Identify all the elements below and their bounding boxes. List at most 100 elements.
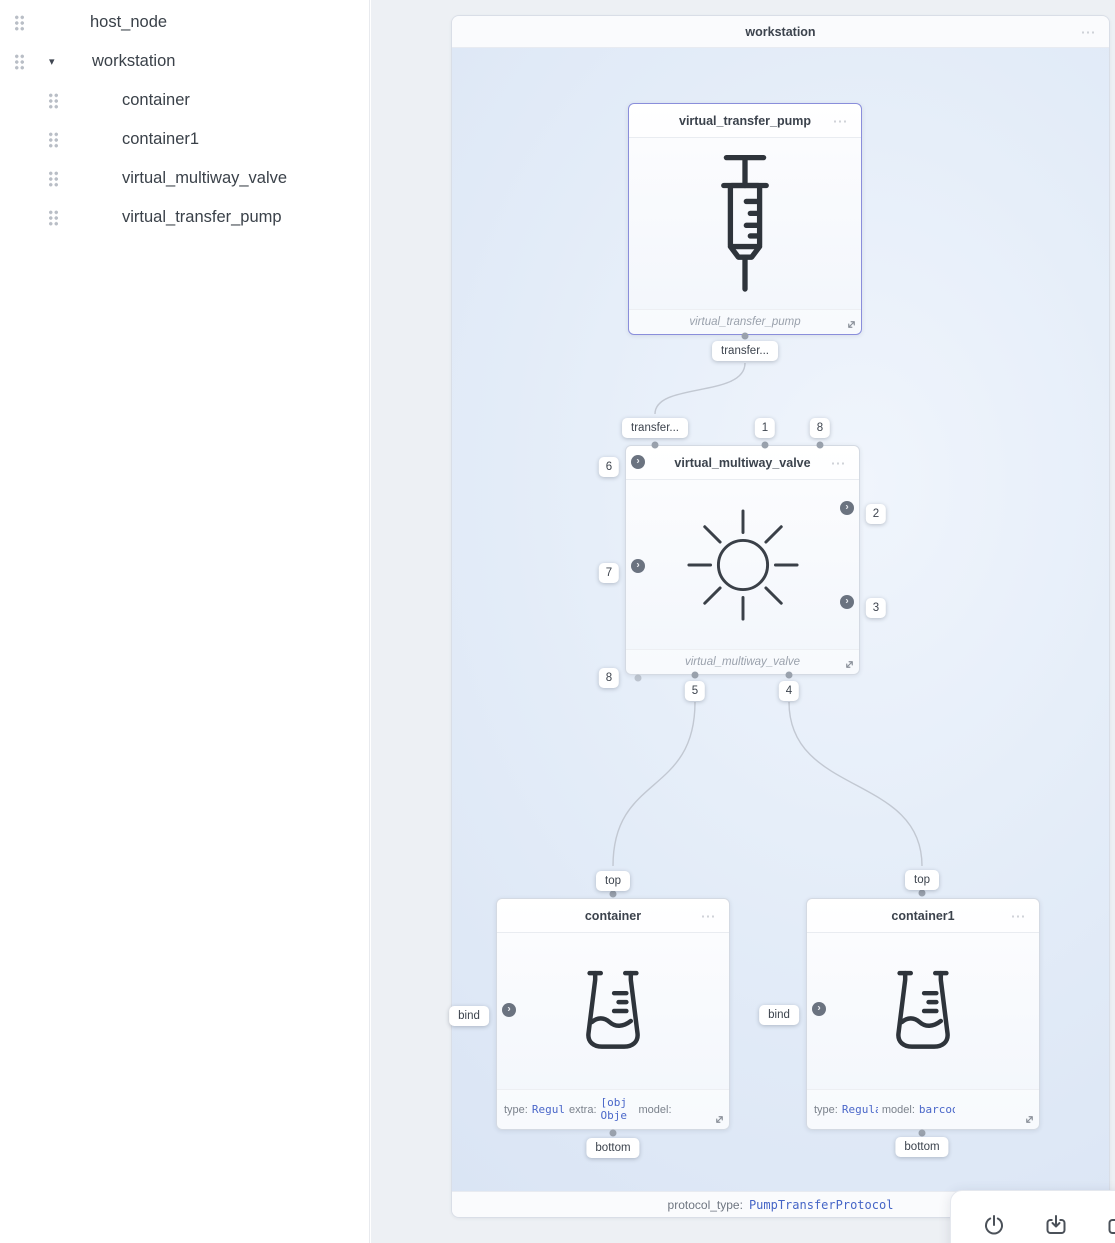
more-menu-icon[interactable]: ⋯ (830, 454, 847, 472)
tree-item-host-node[interactable]: host_node (0, 3, 369, 42)
field-value-extra[interactable]: [obj Obje (600, 1096, 628, 1122)
tree-item-label: container1 (122, 130, 200, 148)
port-label-valve-3[interactable]: 3 (865, 598, 887, 618)
port-handle-valve-header[interactable]: › (631, 455, 645, 469)
more-menu-icon[interactable]: ⋯ (1080, 23, 1097, 41)
chevron-right-icon: › (636, 455, 640, 467)
node-title: container1 (891, 908, 955, 923)
protocol-type-value[interactable]: PumpTransferProtocol (748, 1197, 894, 1212)
port-label-valve-1[interactable]: 1 (754, 418, 776, 438)
port-handle-valve-2[interactable]: › (840, 501, 854, 515)
export-button[interactable] (1106, 1213, 1115, 1237)
drag-handle-icon[interactable] (48, 209, 59, 226)
tree-item-container[interactable]: container (0, 81, 369, 120)
field-value-type[interactable]: Regula (841, 1103, 878, 1116)
node-title: container (584, 908, 642, 923)
syringe-icon (721, 154, 769, 292)
more-menu-icon[interactable]: ⋯ (1010, 907, 1027, 925)
import-button[interactable] (1044, 1213, 1068, 1237)
port-dot-valve-1[interactable] (761, 441, 769, 449)
edge-pump-to-valve[interactable] (654, 362, 746, 415)
port-dot-valve-in[interactable] (651, 441, 659, 449)
edge-valve5-to-container[interactable] (612, 701, 696, 867)
resize-handle-icon[interactable] (714, 1114, 725, 1125)
chevron-right-icon: › (845, 595, 849, 607)
tree-item-virtual-multiway-valve[interactable]: virtual_multiway_valve (0, 159, 369, 198)
field-label-model: model: (881, 1103, 915, 1116)
port-handle-valve-7[interactable]: › (631, 559, 645, 573)
canvas-toolbar (950, 1190, 1115, 1243)
port-label-container1-bind[interactable]: bind (759, 1005, 799, 1025)
drag-handle-icon[interactable] (14, 14, 25, 31)
drag-handle-icon[interactable] (48, 131, 59, 148)
tree-item-label: virtual_transfer_pump (122, 208, 282, 226)
port-dot-container-bottom[interactable] (609, 1129, 617, 1137)
port-label-valve-8-top[interactable]: 8 (809, 418, 831, 438)
edge-valve4-to-container1[interactable] (788, 701, 923, 867)
node-header[interactable]: virtual_transfer_pump ⋯ (629, 104, 861, 138)
node-body (629, 138, 861, 309)
port-handle-valve-3[interactable]: › (840, 595, 854, 609)
workstation-group-header[interactable]: workstation ⋯ (452, 16, 1109, 48)
field-label-model: model: (638, 1103, 672, 1116)
port-handle-container-bind[interactable]: › (502, 1003, 516, 1017)
tree-item-label: host_node (90, 13, 168, 31)
port-label-valve-6[interactable]: 6 (598, 457, 620, 477)
chevron-right-icon: › (845, 501, 849, 513)
port-dot-pump-out[interactable] (741, 332, 749, 340)
node-header[interactable]: container ⋯ (497, 899, 729, 933)
power-button[interactable] (982, 1213, 1006, 1237)
field-label-extra: extra: (568, 1103, 597, 1116)
node-container1[interactable]: container1 ⋯ type: Regula model: barcode (806, 898, 1040, 1130)
tree-item-virtual-transfer-pump[interactable]: virtual_transfer_pump (0, 198, 369, 237)
resize-handle-icon[interactable] (844, 659, 855, 670)
chevron-right-icon: › (636, 559, 640, 571)
port-label-container-bottom[interactable]: bottom (586, 1138, 640, 1158)
more-menu-icon[interactable]: ⋯ (700, 907, 717, 925)
port-dot-container1-top[interactable] (918, 889, 926, 897)
tree-item-label: workstation (92, 52, 176, 70)
port-handle-container1-bind[interactable]: › (812, 1002, 826, 1016)
field-label-type: type: (814, 1103, 838, 1116)
resize-handle-icon[interactable] (1024, 1114, 1035, 1125)
node-container[interactable]: container ⋯ type: Regul extra: [obj Obje… (496, 898, 730, 1130)
node-footer: virtual_transfer_pump (629, 309, 861, 334)
node-header[interactable]: virtual_multiway_valve ⋯ (626, 446, 859, 480)
port-dot-valve-8-bottom[interactable] (634, 674, 642, 682)
port-label-container-top[interactable]: top (596, 871, 630, 891)
port-label-valve-7[interactable]: 7 (598, 563, 620, 583)
node-virtual-multiway-valve[interactable]: virtual_multiway_valve ⋯ virtual_multiwa… (625, 445, 860, 675)
drag-handle-icon[interactable] (14, 53, 25, 70)
port-label-valve-5[interactable]: 5 (684, 681, 706, 701)
port-label-container-bind[interactable]: bind (449, 1006, 489, 1026)
caret-down-icon[interactable]: ▾ (49, 55, 55, 68)
beaker-icon (896, 970, 950, 1049)
tree-item-workstation[interactable]: ▾ workstation (0, 42, 369, 81)
workstation-group-title: workstation (745, 24, 816, 39)
port-label-pump-transfer[interactable]: transfer... (712, 341, 778, 361)
field-value-model[interactable]: barcode (918, 1103, 955, 1116)
port-dot-container1-bottom[interactable] (918, 1129, 926, 1137)
port-label-valve-4[interactable]: 4 (778, 681, 800, 701)
port-label-valve-2[interactable]: 2 (865, 504, 887, 524)
node-virtual-transfer-pump[interactable]: virtual_transfer_pump ⋯ virtual_transfer… (628, 103, 862, 335)
port-dot-valve-5[interactable] (691, 671, 699, 679)
node-footer: virtual_multiway_valve (626, 649, 859, 674)
port-dot-valve-8-top[interactable] (816, 441, 824, 449)
tree-item-container1[interactable]: container1 (0, 120, 369, 159)
node-header[interactable]: container1 ⋯ (807, 899, 1039, 933)
port-label-container1-bottom[interactable]: bottom (895, 1137, 949, 1157)
port-label-valve-transfer[interactable]: transfer... (622, 418, 688, 438)
port-label-container1-top[interactable]: top (905, 870, 939, 890)
node-fields-footer: type: Regul extra: [obj Obje model: (497, 1089, 729, 1129)
flow-canvas[interactable]: workstation ⋯ protocol_type: PumpTransfe… (371, 0, 1115, 1243)
resize-handle-icon[interactable] (846, 319, 857, 330)
field-value-type[interactable]: Regul (531, 1103, 565, 1116)
port-dot-container-top[interactable] (609, 890, 617, 898)
more-menu-icon[interactable]: ⋯ (832, 112, 849, 130)
drag-handle-icon[interactable] (48, 92, 59, 109)
drag-handle-icon[interactable] (48, 170, 59, 187)
port-dot-valve-4[interactable] (785, 671, 793, 679)
port-label-valve-8-bottom[interactable]: 8 (598, 668, 620, 688)
